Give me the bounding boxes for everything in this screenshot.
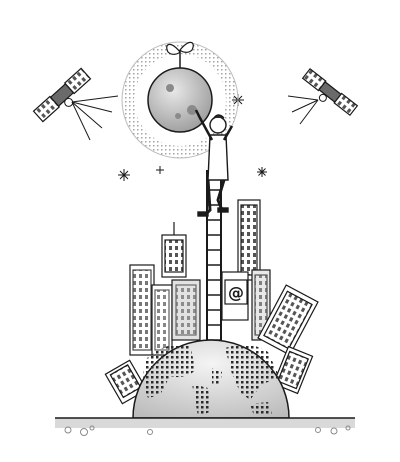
satellite-signal-lines	[71, 95, 119, 141]
globe-icon	[132, 339, 290, 419]
city-building-icon	[104, 222, 201, 405]
person-icon	[194, 109, 234, 217]
ground-line	[55, 417, 355, 436]
satellite-icon	[301, 67, 359, 117]
at-sign-text: @	[228, 283, 244, 302]
sun-moon-orb-icon	[121, 41, 239, 159]
at-sign-icon: @	[224, 279, 248, 305]
satellite-icon	[32, 67, 92, 123]
city-building-icon	[221, 199, 319, 395]
satellite-signal-lines	[287, 95, 319, 125]
